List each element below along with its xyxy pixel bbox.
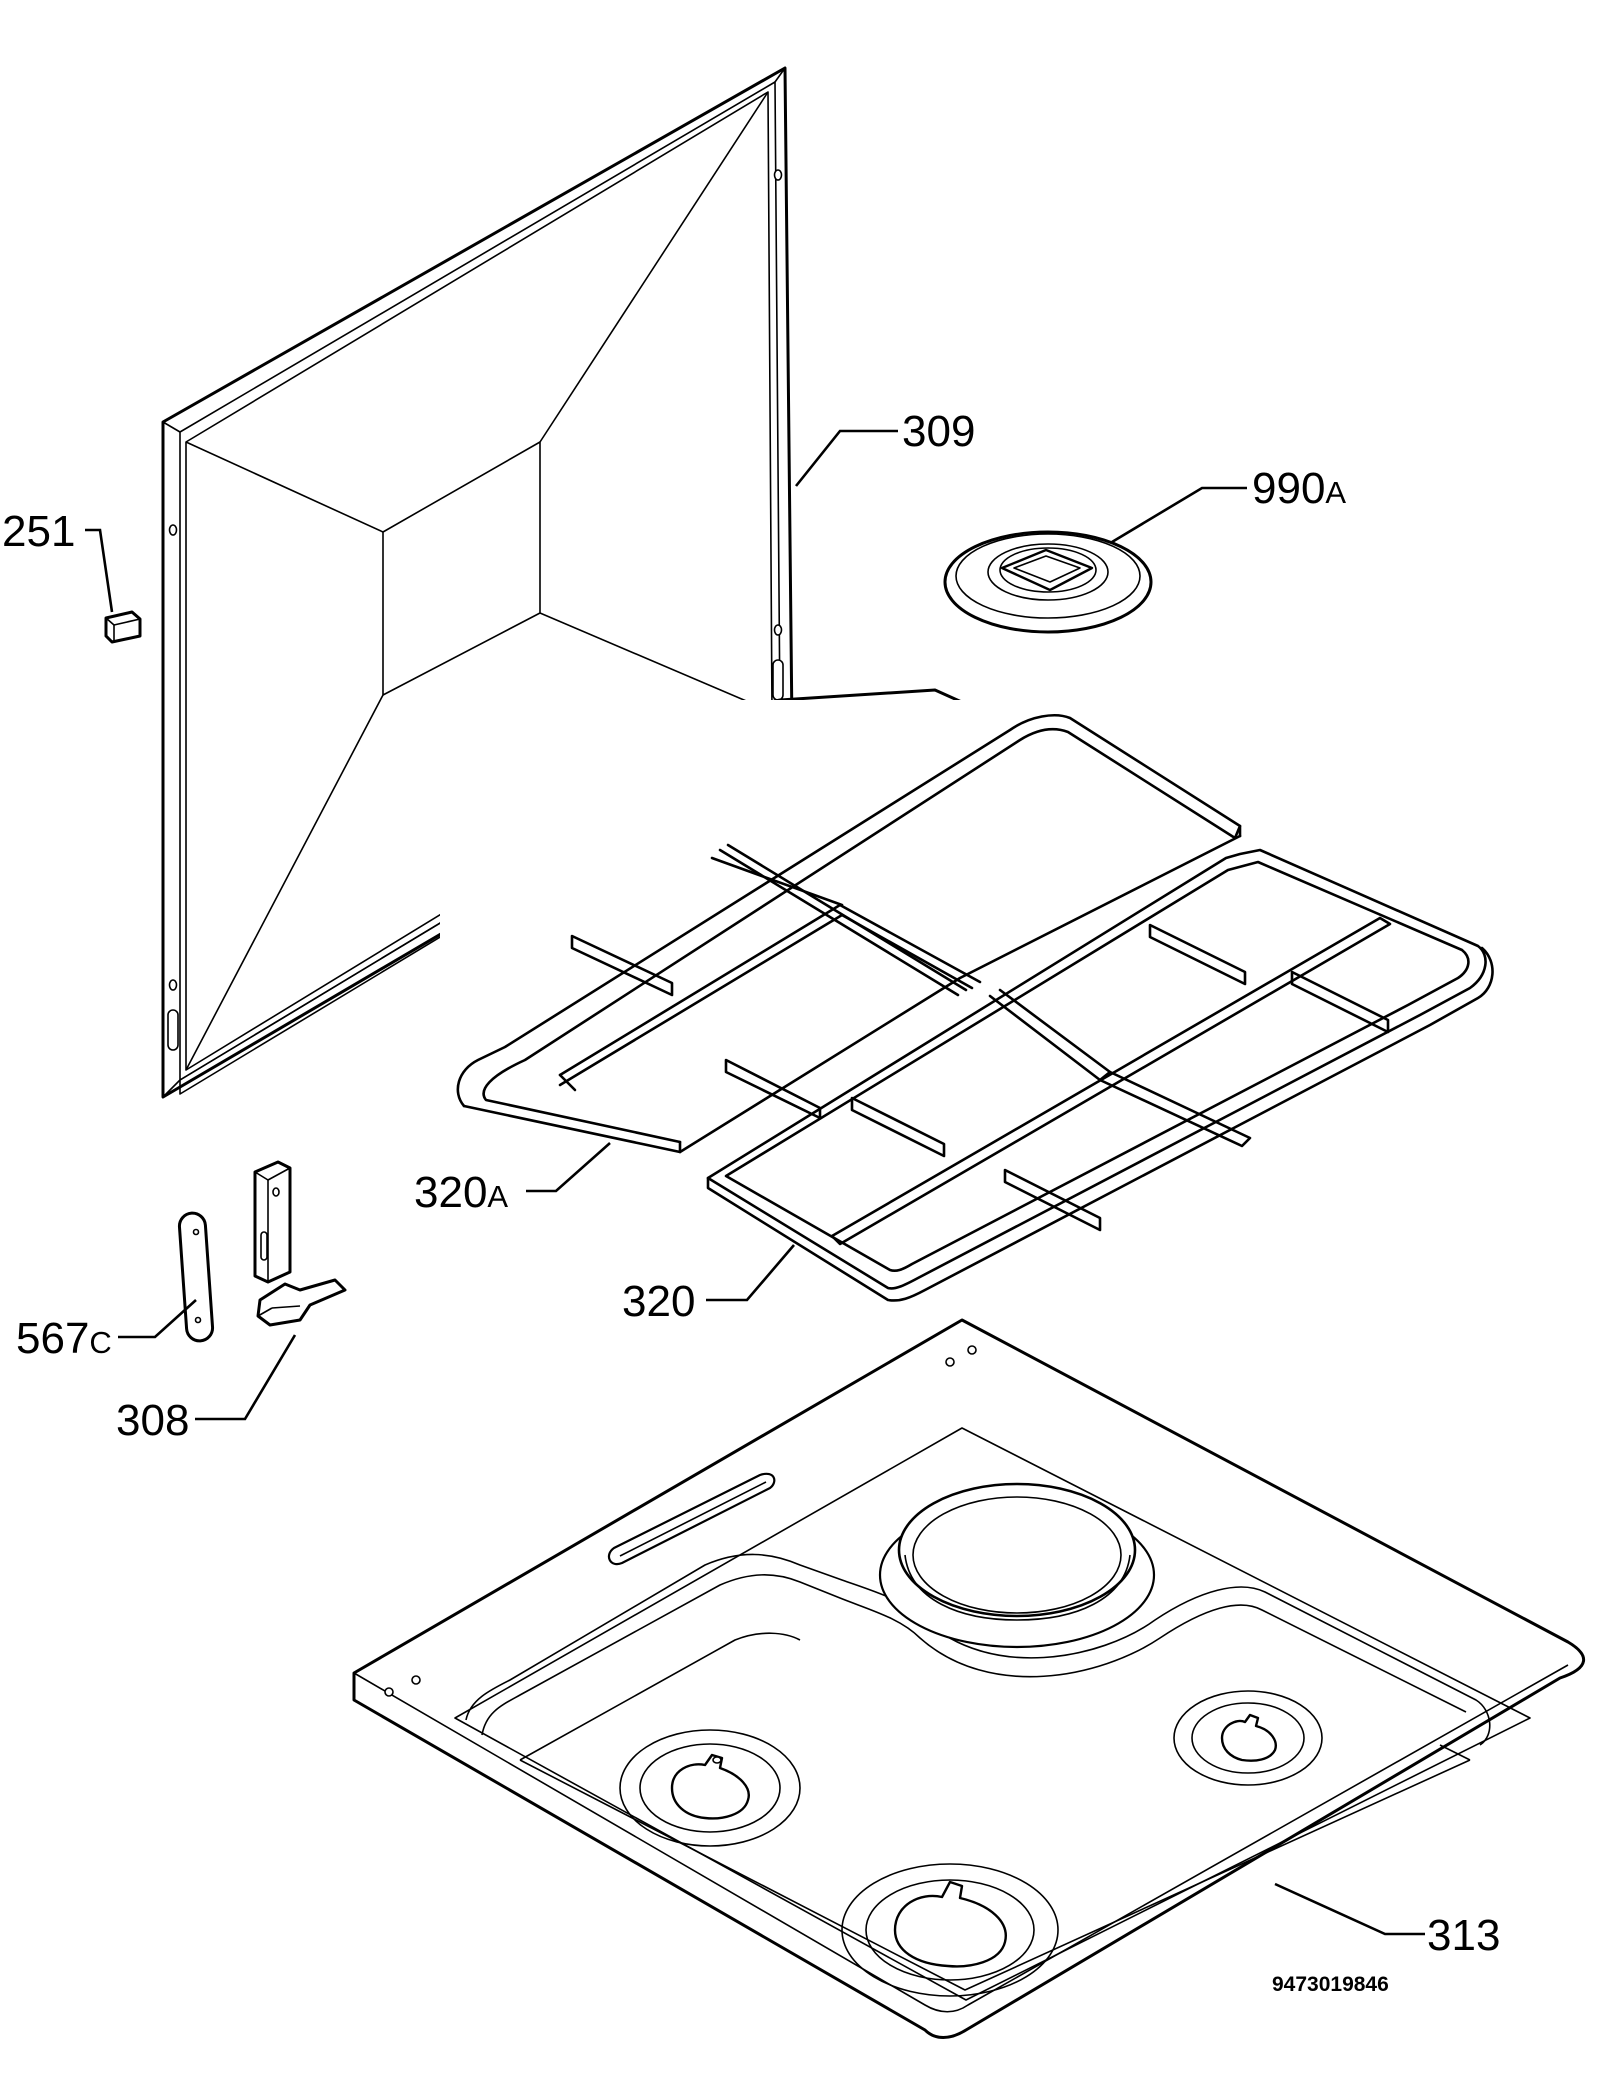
grate-320: [706, 848, 1494, 1302]
document-number: 9473019846: [1272, 1973, 1389, 1996]
grate-320a: [456, 714, 1242, 1154]
label-990a: 990A: [1252, 464, 1346, 513]
label-308: 308: [116, 1396, 189, 1445]
label-320a: 320A: [414, 1168, 508, 1217]
label-567c: 567C: [16, 1314, 112, 1363]
leader-308: [195, 1334, 297, 1421]
part-567c-strip: [177, 1211, 215, 1343]
label-309: 309: [902, 407, 975, 456]
leader-320: [706, 1244, 795, 1302]
part-308-hinge: [253, 1160, 347, 1327]
leader-320a: [526, 1142, 611, 1193]
leader-lines: [85, 429, 1425, 1936]
grate-area-background: [440, 700, 1480, 1300]
leader-309: [794, 429, 898, 487]
part-251-clip: [104, 610, 142, 644]
leader-567c: [118, 1299, 197, 1339]
part-313-hob-top: [352, 1318, 1586, 2039]
part-labels: 251 309 990A 320A 320 567C 308 313 94730…: [2, 407, 1500, 1996]
label-251: 251: [2, 507, 75, 556]
leader-990a: [1111, 486, 1247, 544]
leader-251: [85, 528, 114, 613]
part-990a-burner-plate: [943, 530, 1153, 634]
label-313: 313: [1427, 1911, 1500, 1960]
leader-313: [1274, 1882, 1425, 1936]
label-320: 320: [622, 1277, 695, 1326]
